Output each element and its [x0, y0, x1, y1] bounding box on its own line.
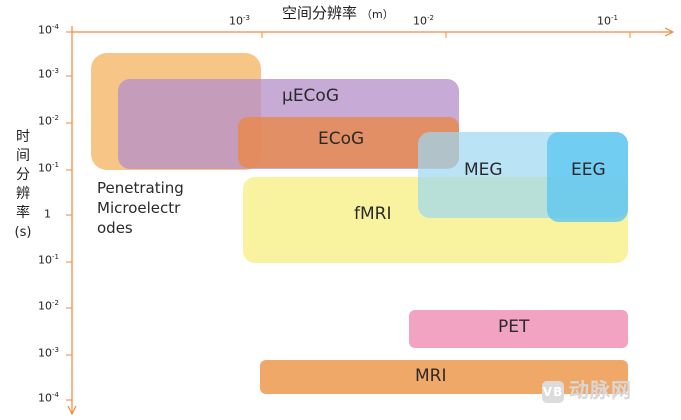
y-tick-label: 10-1 [38, 161, 59, 175]
y-tick-label: 10-4 [38, 391, 59, 405]
y-axis-title: 时 间 分 辨 率 (s) [14, 128, 32, 242]
ecog-label: ECoG [318, 129, 365, 149]
x-axis-title: 空间分辨率（m） [282, 4, 394, 22]
y-tick-label: 10-3 [38, 346, 59, 360]
y-axis-title-char: 分 [16, 167, 30, 183]
y-axis-title-char: 时 [16, 129, 30, 145]
y-tick-label: 10-4 [38, 23, 59, 37]
y-axis-title-char: 率 [16, 205, 30, 221]
mri-region [260, 360, 628, 394]
y-tick-label: 10-2 [38, 299, 59, 313]
y-axis-arrow [67, 405, 77, 416]
y-tick-label: 10-2 [38, 114, 59, 128]
uecog-label: μECoG [282, 86, 340, 106]
x-axis-unit: （m） [361, 8, 394, 21]
mri-label: MRI [415, 366, 447, 386]
x-tick-label: 10-1 [597, 14, 618, 28]
pet-region [409, 310, 628, 348]
y-axis-title-char: (s) [14, 225, 32, 240]
pet-label: PET [498, 317, 530, 337]
eeg-label: EEG [571, 160, 606, 180]
eeg-region [547, 132, 628, 222]
meg-label: MEG [464, 160, 503, 180]
watermark-badge-icon: VB [542, 380, 564, 403]
x-tick-label: 10-2 [413, 14, 434, 28]
x-tick-label: 10-3 [229, 14, 250, 28]
y-axis-title-char: 辨 [16, 186, 30, 202]
y-tick-label: 10-3 [38, 67, 59, 81]
penetrating-microelectrodes-label: Penetrating Microelectr odes [97, 179, 184, 237]
x-axis-arrow [664, 27, 675, 37]
y-tick-marks [66, 31, 72, 401]
y-tick-label: 1 [44, 207, 51, 221]
ecog-region [238, 117, 459, 168]
fmri-label: fMRI [354, 204, 392, 224]
y-axis-title-char: 间 [16, 148, 30, 164]
y-tick-label: 10-1 [38, 253, 59, 267]
